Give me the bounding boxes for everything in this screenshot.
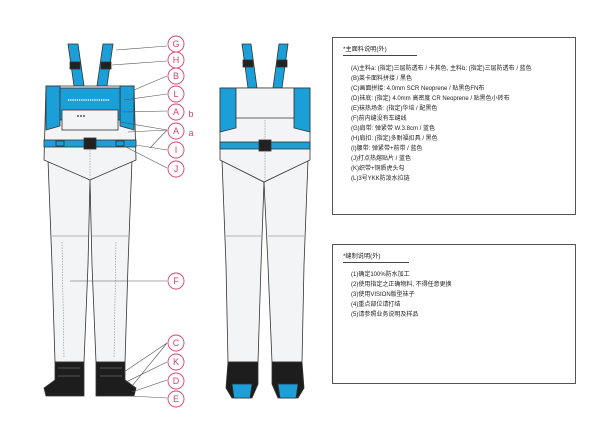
back-boot-heel-left — [231, 383, 253, 399]
sewing-line: (3)使用VISION版型袜子 — [351, 292, 415, 298]
front-shoulder-buckle-right — [100, 61, 112, 70]
label-L: L — [167, 85, 185, 103]
materials-title: *主面料说明(外) — [343, 46, 387, 53]
label-A-b: A b — [167, 103, 194, 121]
back-leg-left — [221, 159, 265, 363]
label-F: F — [167, 272, 185, 290]
svg-text:F: F — [173, 276, 179, 286]
materials-line: (H)肩扣: (指定)多耐福扣具 / 黑色 — [351, 136, 438, 142]
front-logo-dot — [83, 115, 85, 117]
sewing-title-rule — [343, 262, 409, 263]
back-belt-buckle — [258, 139, 272, 152]
materials-spec-box: *主面料说明(外) (A)主料a: (指定)三层防透布 / 卡其色, 主料b: … — [332, 37, 576, 215]
leader-lines — [70, 45, 168, 399]
wader-technical-drawing: .ol { stroke: #333333; stroke-width: 0.8… — [43, 35, 311, 408]
front-belt-buckle — [83, 137, 97, 150]
sewing-line: (1)确定100%防水加工 — [351, 272, 410, 278]
back-shoulder-buckle-left — [242, 59, 254, 68]
materials-line: (I)腰带: 弹紧带+前带 / 蓝色 — [351, 146, 423, 152]
label-C: C — [167, 334, 185, 352]
back-shoulder-buckle-right — [276, 59, 288, 68]
svg-text:a: a — [188, 128, 193, 138]
svg-text:K: K — [173, 357, 179, 367]
svg-text:H: H — [173, 55, 180, 65]
label-J: J — [167, 160, 185, 178]
sewing-spec-box: *缝制说明(外) (1)确定100%防水加工 (2)使用指定之正确物料, 不得任… — [332, 244, 576, 384]
svg-text:D: D — [173, 376, 180, 386]
sewing-title: *缝制说明(外) — [343, 253, 381, 260]
materials-line: (G)肩带: 弹紧带 W.3.8cm / 蓝色 — [351, 126, 436, 132]
front-body-blue-side-left — [45, 85, 61, 131]
front-leg-stitch-right — [113, 241, 117, 359]
svg-text:A: A — [173, 107, 179, 117]
front-boot-left — [43, 361, 85, 397]
label-K: K — [167, 353, 185, 371]
front-boot-highlight-left — [58, 367, 80, 377]
back-body-blue-side-right — [293, 87, 311, 133]
svg-text:J: J — [174, 164, 179, 174]
front-belt-patch-left — [55, 140, 65, 147]
materials-line: (E)袜热场条: (指定)华培 / 配黑色 — [351, 106, 438, 112]
materials-line: (D)袜底: (指定) 4.0mm 高密度 CR Neoprene / 贴黑色小… — [351, 96, 510, 102]
label-E: E — [167, 390, 185, 408]
front-logo-dot — [80, 115, 82, 117]
materials-line: (J)打点热熔贴片 / 蓝色 — [351, 156, 411, 162]
front-leg-right — [89, 159, 133, 363]
back-view — [219, 43, 311, 399]
front-view — [43, 43, 137, 397]
back-leg-right — [263, 159, 309, 363]
sewing-line: (5)请参照业务说明及样品 — [351, 312, 419, 318]
front-shoulder-buckle-left — [69, 61, 81, 70]
svg-text:B: B — [173, 71, 179, 81]
front-boot-right — [95, 361, 137, 397]
materials-line: (F)前内缝没有车缝线 — [351, 116, 407, 122]
materials-line: (B)莱卡面料拼接 / 黑色 — [351, 76, 412, 82]
svg-text:E: E — [173, 394, 179, 404]
materials-line: (A)主料a: (指定)三层防透布 / 卡其色, 主料b: (指定)三层防透布 … — [351, 66, 532, 72]
sewing-line: (4)重点部位请打结 — [351, 302, 401, 308]
svg-text:b: b — [188, 109, 193, 119]
svg-text:C: C — [173, 338, 180, 348]
front-boot-highlight-right — [100, 367, 122, 377]
front-inner-pocket — [61, 109, 119, 131]
label-B: B — [167, 67, 185, 85]
front-leg-left — [47, 159, 91, 363]
front-leg-stitch-left — [61, 241, 65, 359]
sewing-line: (2)使用指定之正确物料, 不得任意更换 — [351, 282, 452, 288]
materials-title-rule — [343, 55, 417, 56]
materials-line: (C)画面拼接: 4.0mm SCR Neoprene / 贴黑色FN布 — [351, 86, 485, 92]
label-H: H — [167, 51, 185, 69]
label-A-a: A a — [167, 122, 194, 140]
back-yoke — [235, 87, 295, 119]
back-boot-heel-right — [277, 383, 299, 399]
svg-text:A: A — [173, 126, 179, 136]
label-I: I — [167, 141, 185, 159]
svg-text:I: I — [175, 145, 178, 155]
svg-text:L: L — [173, 89, 178, 99]
materials-line: (L)3号YKK防泼水拉链 — [351, 176, 410, 182]
materials-line: (K)织带+铜质虎头勾 — [351, 166, 405, 172]
back-body-blue-side-left — [219, 87, 237, 133]
svg-text:G: G — [172, 39, 179, 49]
front-belt-patch-right — [115, 140, 125, 147]
part-labels: G H B L A b A a I J — [167, 35, 194, 408]
front-logo-dot — [77, 115, 79, 117]
label-G: G — [167, 35, 185, 53]
label-D: D — [167, 372, 185, 390]
